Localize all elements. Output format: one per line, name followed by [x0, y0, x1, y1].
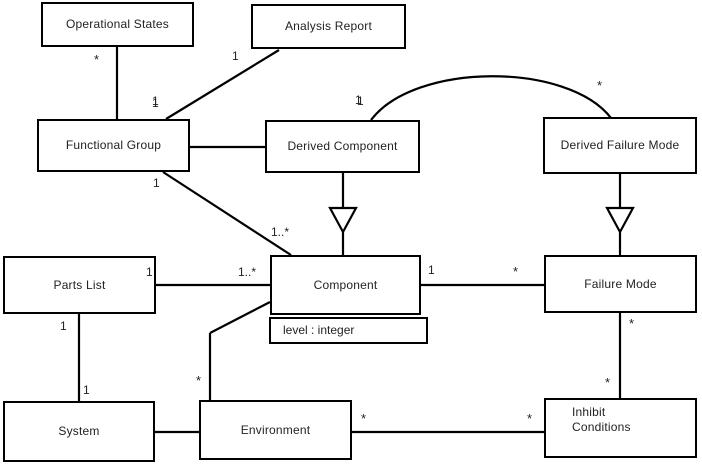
class-derived-failure-mode-label: Derived Failure Mode [560, 138, 680, 152]
class-component-attribute-level: level : integer [283, 323, 355, 337]
multiplicity-derivedcomponent-derivedfailuremode-target: * [597, 78, 603, 93]
class-derived-failure-mode[interactable]: Derived Failure Mode [543, 117, 697, 174]
class-failure-mode-label: Failure Mode [584, 276, 657, 291]
class-inhibit-conditions-label: Inhibit Conditions [572, 405, 631, 434]
multiplicity-functionalgroup-component-target: 1..* [271, 225, 290, 239]
multiplicity-partslist-component-source: 1 [146, 265, 153, 279]
generalization-triangle-failuremode [605, 206, 635, 235]
class-system[interactable]: System [3, 401, 155, 462]
class-operational-states[interactable]: Operational States [41, 2, 194, 47]
class-environment[interactable]: Environment [199, 400, 352, 460]
multiplicity-operationalstates-functionalgroup-source: * [94, 52, 100, 67]
multiplicity-environment-inhibitconditions-target: * [527, 411, 533, 426]
multiplicity-derivedcomponent-derivedfailuremode-source: 1 [355, 93, 362, 107]
multiplicity-component-failuremode-target: * [513, 264, 519, 279]
multiplicity-partslist-system-source: 1 [60, 319, 67, 333]
edge-analysisreport-functionalgroup [165, 49, 280, 120]
class-functional-group[interactable]: Functional Group [37, 119, 190, 172]
multiplicity-environment-inhibitconditions-source: * [361, 411, 367, 426]
multiplicity-failuremode-inhibitconditions-source: * [629, 316, 635, 331]
class-derived-component-label: Derived Component [287, 139, 398, 153]
class-analysis-report[interactable]: Analysis Report [251, 4, 406, 49]
edge-component-environment-diagonal [209, 301, 271, 334]
class-component-label: Component [313, 277, 378, 292]
class-failure-mode[interactable]: Failure Mode [544, 255, 697, 313]
multiplicity-functionalgroup-derivedcomponent: 1 [357, 94, 364, 108]
class-component-attributes-compartment: level : integer [269, 317, 428, 344]
multiplicity-functionalgroup-component-source: 1 [153, 176, 160, 190]
class-parts-list-label: Parts List [53, 277, 106, 292]
generalization-triangle-component [328, 206, 358, 235]
multiplicity-partslist-component-target: 1..* [238, 265, 257, 279]
class-environment-label: Environment [240, 422, 311, 437]
multiplicity-failuremode-inhibitconditions-target: * [605, 375, 611, 390]
class-parts-list[interactable]: Parts List [3, 256, 156, 314]
class-operational-states-label: Operational States [66, 17, 169, 31]
class-system-label: System [58, 424, 100, 438]
multiplicity-analysisreport-functionalgroup-target: 1 [152, 96, 159, 110]
class-derived-component[interactable]: Derived Component [265, 120, 420, 173]
multiplicity-component-failuremode-source: 1 [428, 263, 435, 277]
class-inhibit-conditions[interactable]: Inhibit Conditions [544, 398, 697, 458]
multiplicity-partslist-system-target: 1 [83, 383, 90, 397]
class-component[interactable]: Component [270, 255, 421, 315]
multiplicity-analysisreport-functionalgroup-source: 1 [232, 49, 239, 63]
class-functional-group-label: Functional Group [65, 138, 162, 152]
edge-derivedcomponent-derivedfailuremode [370, 75, 612, 121]
edge-functionalgroup-component [162, 171, 292, 256]
multiplicity-operationalstates-functionalgroup-target: 1 [152, 94, 159, 108]
class-analysis-report-label: Analysis Report [284, 19, 373, 33]
multiplicity-component-environment: * [196, 373, 202, 388]
